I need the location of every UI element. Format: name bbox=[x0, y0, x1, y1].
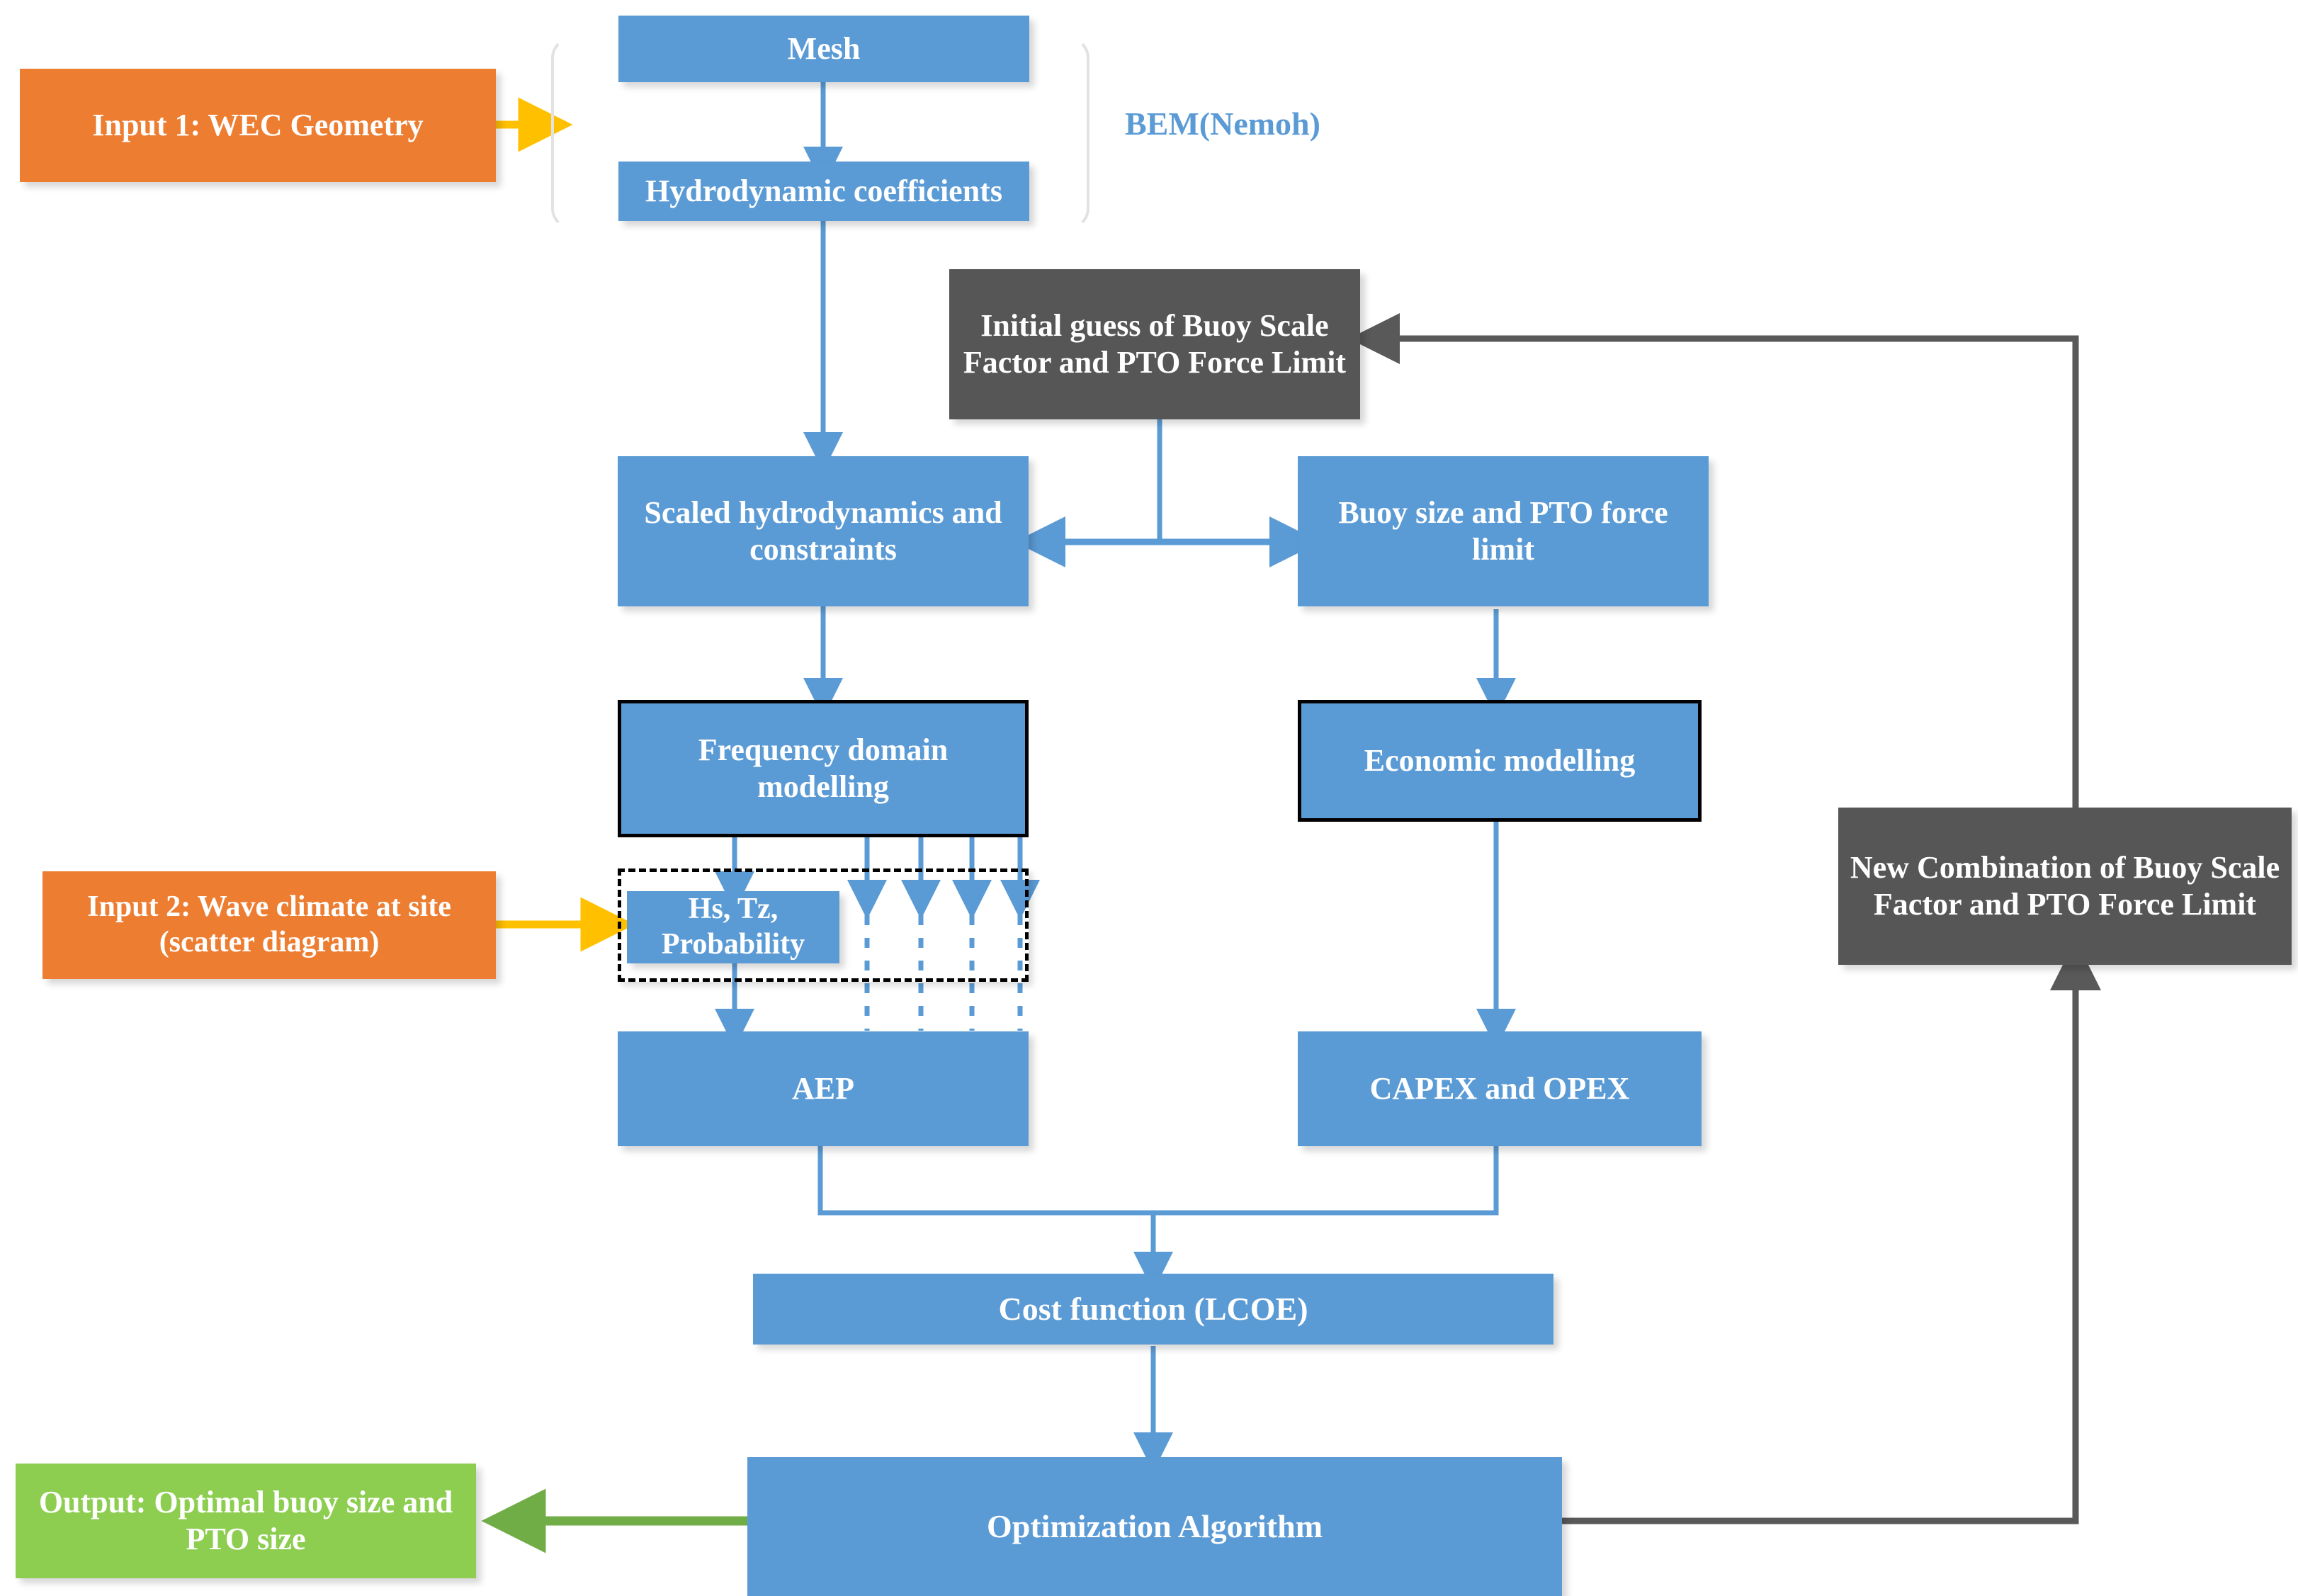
node-input2[interactable]: Input 2: Wave climate at site (scatter d… bbox=[43, 871, 496, 979]
node-new-combination[interactable]: New Combination of Buoy Scale Factor and… bbox=[1838, 808, 2292, 965]
node-initial-guess[interactable]: Initial guess of Buoy Scale Factor and P… bbox=[949, 269, 1360, 419]
node-buoy-size-pto[interactable]: Buoy size and PTO force limit bbox=[1298, 456, 1709, 606]
node-economic-modelling[interactable]: Economic modelling bbox=[1298, 700, 1702, 822]
arrow-capex-join bbox=[1153, 1146, 1499, 1216]
node-optimization-algorithm[interactable]: Optimization Algorithm bbox=[747, 1457, 1562, 1596]
bem-brace-left bbox=[551, 37, 594, 230]
node-output[interactable]: Output: Optimal buoy size and PTO size bbox=[16, 1464, 476, 1578]
node-input1[interactable]: Input 1: WEC Geometry bbox=[20, 69, 496, 182]
node-capex-opex[interactable]: CAPEX and OPEX bbox=[1298, 1031, 1702, 1146]
node-aep[interactable]: AEP bbox=[618, 1031, 1029, 1146]
node-hs-tz-probability[interactable]: Hs, Tz, Probability bbox=[627, 891, 839, 963]
node-mesh[interactable]: Mesh bbox=[618, 16, 1029, 82]
bem-nemoh-label: BEM(Nemoh) bbox=[1125, 106, 1320, 142]
bem-brace-right bbox=[1047, 37, 1089, 230]
arrow-aep-capex-to-cost bbox=[817, 1146, 1153, 1216]
node-frequency-domain-modelling[interactable]: Frequency domain modelling bbox=[618, 700, 1029, 837]
scatter-diagram-dashed-group bbox=[618, 868, 1029, 982]
node-scaled-hydrodynamics[interactable]: Scaled hydrodynamics and constraints bbox=[618, 456, 1029, 606]
node-cost-function[interactable]: Cost function (LCOE) bbox=[753, 1274, 1553, 1345]
node-hydrodynamic-coefficients[interactable]: Hydrodynamic coefficients bbox=[618, 162, 1029, 221]
